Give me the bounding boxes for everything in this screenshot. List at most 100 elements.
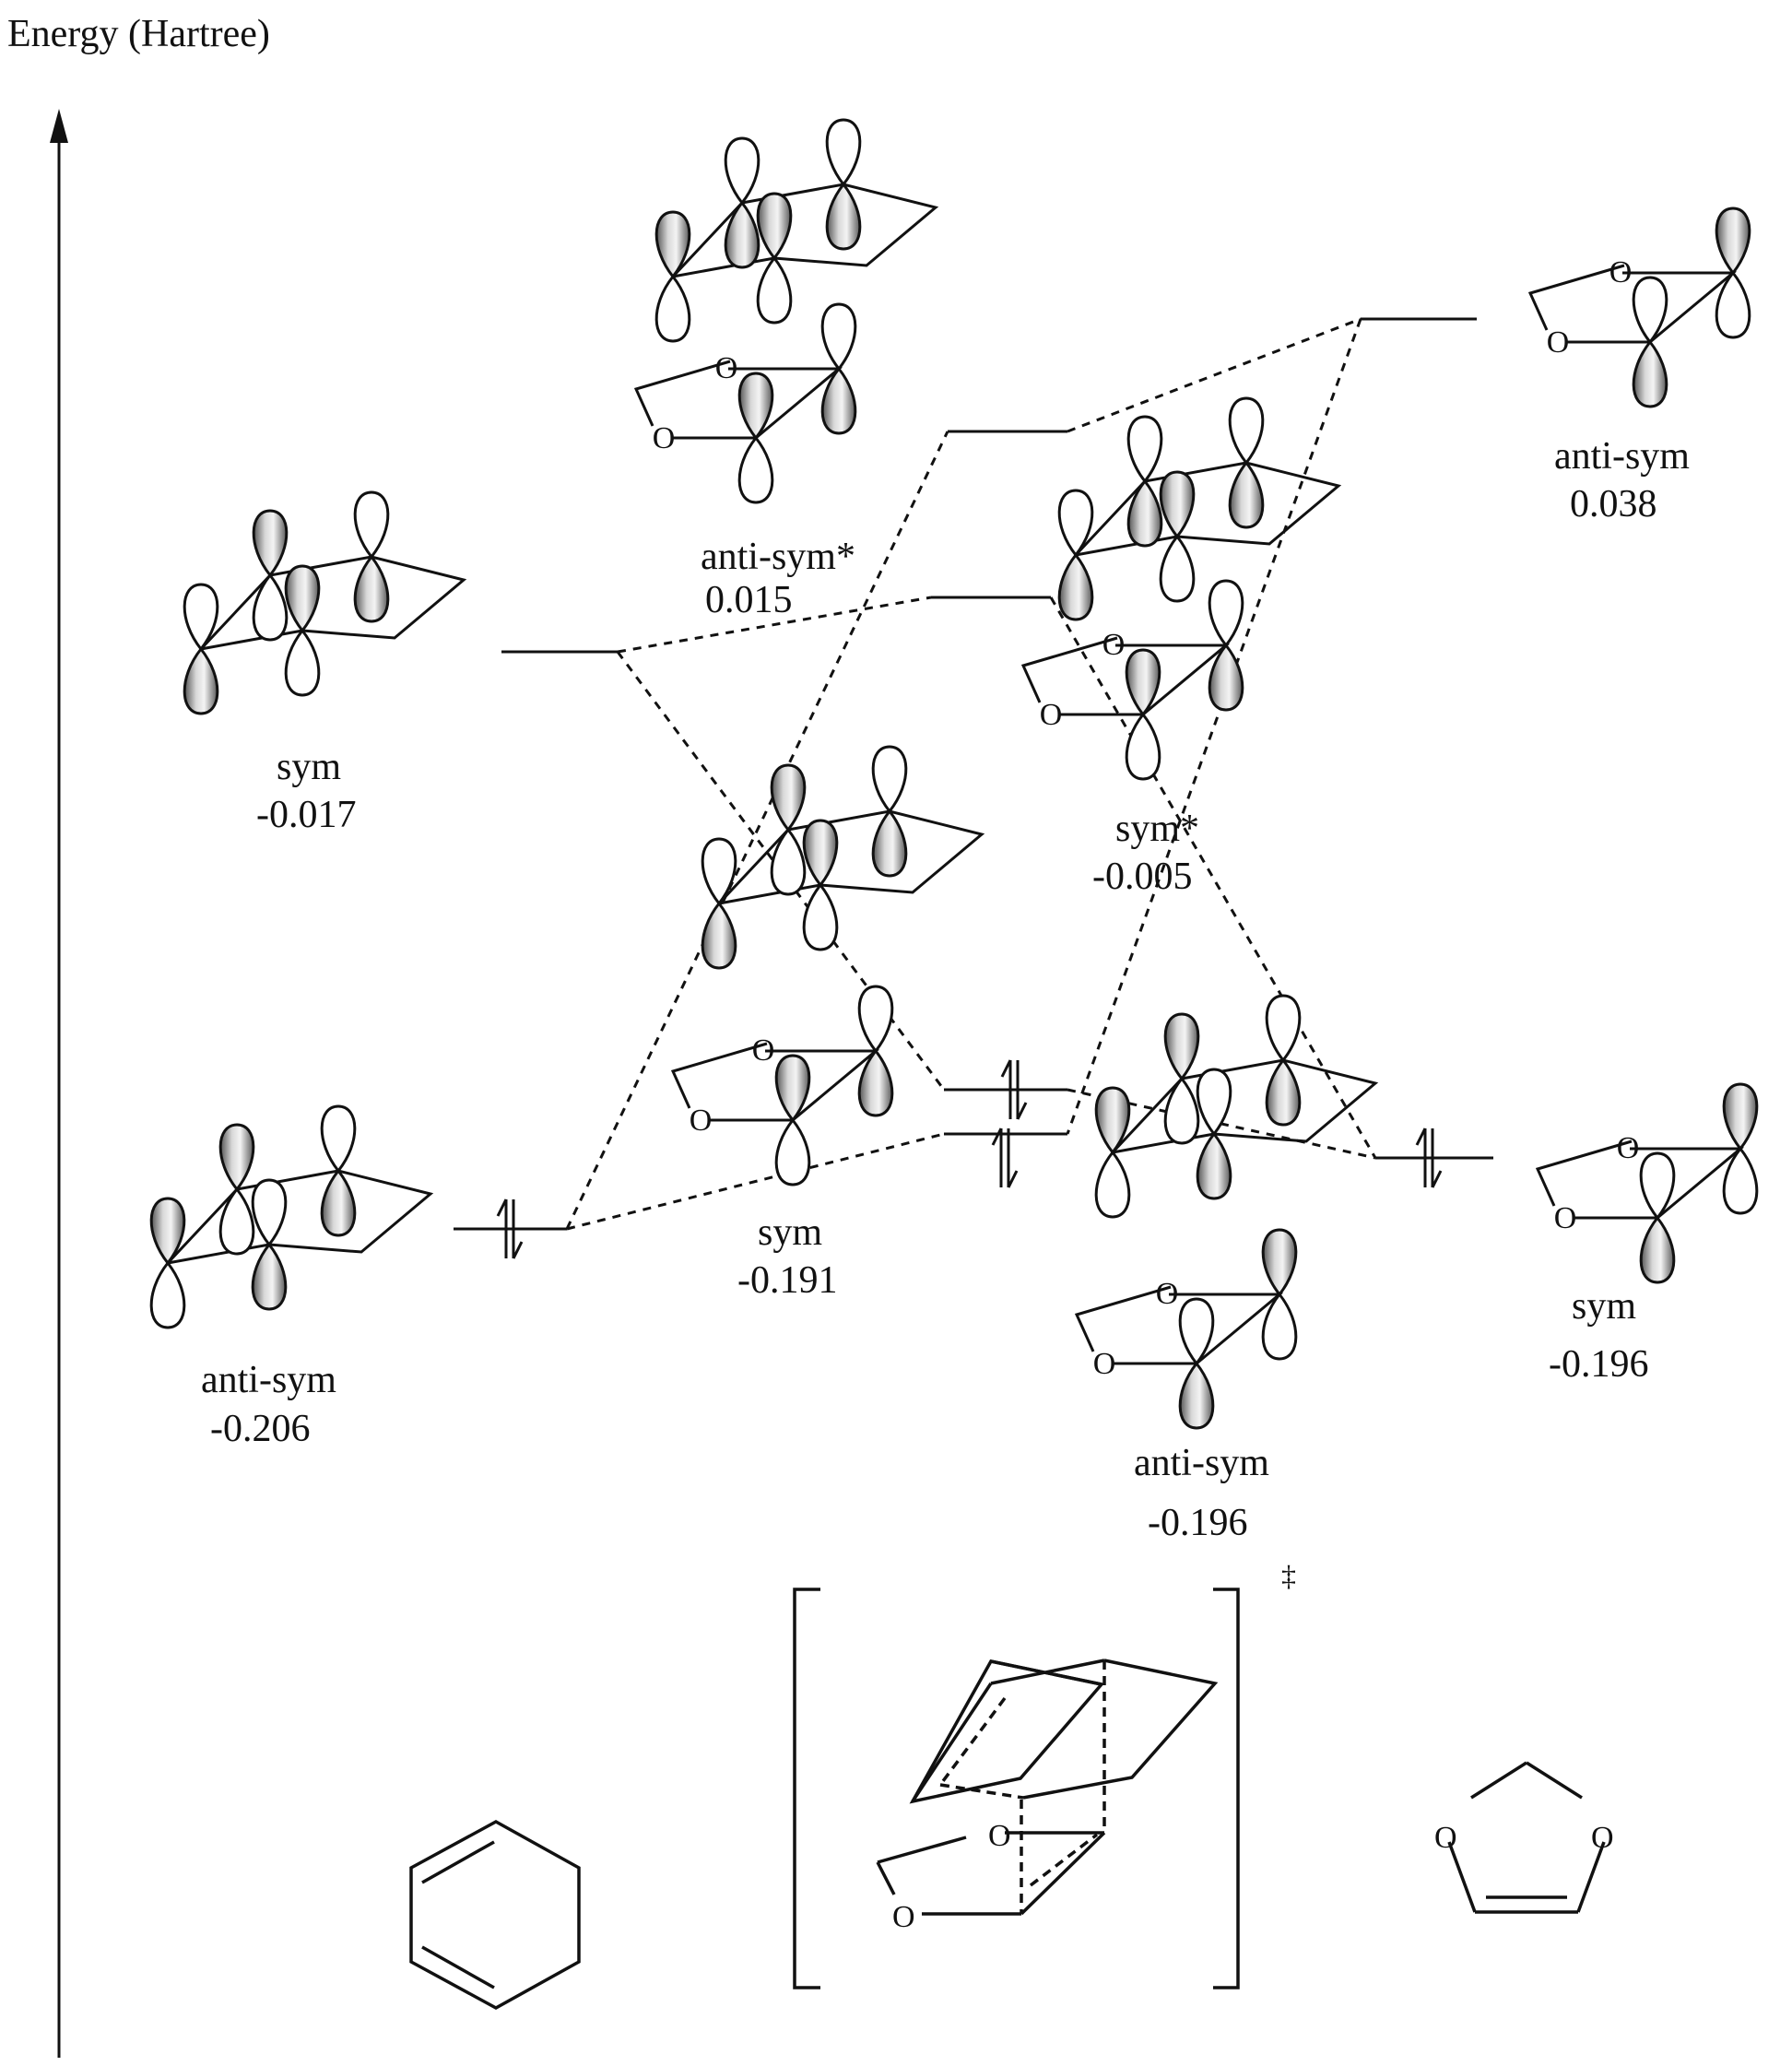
correlation-line [1049,596,1377,1159]
orbital-lobe-open [1125,712,1161,781]
atom-labels: O O O O ‡ [892,1559,1614,1934]
orbital-lobe-open [820,302,857,372]
diene-orbital-icon [654,118,939,343]
orbital-lobe-open [724,136,760,206]
orbital-lobe-open [1159,534,1196,603]
orbital-lobe-open [1178,1297,1215,1366]
label-dioxole-sym-energy: -0.196 [1549,1343,1649,1386]
orbital-lobe-shaded [183,646,219,715]
level-labels: sym -0.017 anti-sym -0.206 anti-sym* 0.0… [201,435,1690,1544]
orbital-lobe-shaded [1228,460,1265,529]
label-ts-sym-energy: -0.191 [737,1259,838,1302]
oxygen-atom-label: O [1040,698,1063,732]
label-ts-sym-star-energy: -0.005 [1092,856,1193,898]
oxygen-atom-label: O [752,1033,775,1068]
bracket-left [793,1588,820,1989]
diene-orbital-icon [701,745,985,970]
diene-orbital-icon [1057,396,1342,621]
label-ts-sym-star-name: sym* [1115,808,1199,850]
orbital-lobe-open [1265,994,1302,1063]
structure-dioxole [1447,1761,1606,1914]
ts-oxygen-label: O [988,1819,1011,1853]
orbital-lobe-shaded [1261,1228,1298,1297]
ts-oxygen-label: O [892,1900,915,1934]
correlation-line [1066,318,1362,1135]
orbital-lobe-open [1722,1146,1759,1215]
dioxole-oxygen-label: O [1434,1821,1457,1855]
orbital-lobe-shaded [774,1054,811,1123]
orbital-lobe-shaded [857,1048,894,1117]
axis-arrowhead-icon [50,109,68,143]
dioxole-orbital-icon: OO [1527,207,1751,408]
orbital-lobe-shaded [1057,552,1094,621]
dioxole-orbital-icon: OO [670,985,894,1186]
oxygen-atom-label: O [653,421,676,455]
orbital-lobe-shaded [1208,643,1244,712]
orbital-lobe-shaded [1639,1215,1676,1284]
orbital-lobe-shaded [825,182,862,251]
electron-pair-icon [991,1127,1019,1188]
orbital-lobe-open [871,745,908,814]
orbital-lobe-open [701,837,737,906]
oxygen-atom-label: O [690,1104,713,1138]
orbital-lobe-open [320,1104,357,1174]
oxygen-atom-label: O [1617,1131,1640,1165]
orbital-lobe-open [284,628,321,697]
orbital-lobe-open [251,1178,288,1247]
orbital-lobe-open [1228,396,1265,466]
bracket-right [1213,1588,1240,1989]
orbital-lobe-shaded [724,200,760,269]
orbital-lobe-open [1639,1151,1676,1221]
label-ts-antisym-star-name: anti-sym* [701,536,855,578]
orbital-lobe-shaded [654,210,691,279]
orbital-lobe-open [825,118,862,187]
orbital-lobe-open [1715,270,1751,339]
orbital-lobe-shaded [252,509,289,578]
orbital-lobe-open [1632,276,1668,345]
orbital-lobe-shaded [1125,648,1161,717]
energy-levels [454,317,1493,1231]
orbital-lobe-open [252,573,289,642]
transition-state-symbol: ‡ [1281,1559,1296,1592]
label-diene-antisym-name: anti-sym [201,1359,336,1401]
label-ts-antisym-energy: -0.196 [1148,1502,1248,1544]
oxygen-atom-label: O [1102,628,1126,662]
label-dioxole-sym-name: sym [1572,1285,1636,1328]
axis-label: Energy (Hartree) [7,13,270,55]
orbital-lobe-open [857,985,894,1054]
orbital-lobe-open [774,1117,811,1186]
orbital-lobe-open [756,255,793,325]
orbital-lobe-shaded [820,366,857,435]
orbital-lobe-shaded [1265,1057,1302,1127]
label-ts-sym-name: sym [758,1211,822,1254]
label-dioxole-antisym-name: anti-sym [1554,435,1690,478]
orbital-lobe-open [1261,1292,1298,1361]
orbital-lobe-open [1094,1150,1131,1219]
correlation-line [566,1132,945,1231]
orbital-lobe-open [770,827,807,896]
orbital-lobe-open [353,490,390,560]
orbital-lobe-shaded [1126,478,1163,548]
orbital-lobe-shaded [251,1242,288,1311]
orbital-lobe-shaded [701,901,737,970]
orbital-lobe-shaded [218,1123,255,1192]
orbital-lobe-shaded [802,819,839,888]
structure-transition-state [793,1588,1240,1989]
orbital-lobe-open [1057,489,1094,558]
orbital-lobe-shaded [1722,1082,1759,1151]
orbital-lobe-shaded [871,809,908,878]
orbital-lobe-shaded [737,372,774,441]
energy-axis: Energy (Hartree) [7,13,270,2058]
orbital-lobe-open [183,583,219,652]
diene-orbital-icon [183,490,467,715]
label-ts-antisym-name: anti-sym [1134,1442,1269,1484]
orbital-lobe-open [149,1260,186,1329]
orbital-lobe-shaded [1196,1131,1232,1200]
orbital-lobe-open [1196,1068,1232,1137]
electron-pair-icon [496,1198,524,1259]
orbital-lobe-shaded [353,554,390,623]
structure-cyclohexadiene [409,1820,581,2010]
orbital-lobe-shaded [1178,1361,1215,1430]
